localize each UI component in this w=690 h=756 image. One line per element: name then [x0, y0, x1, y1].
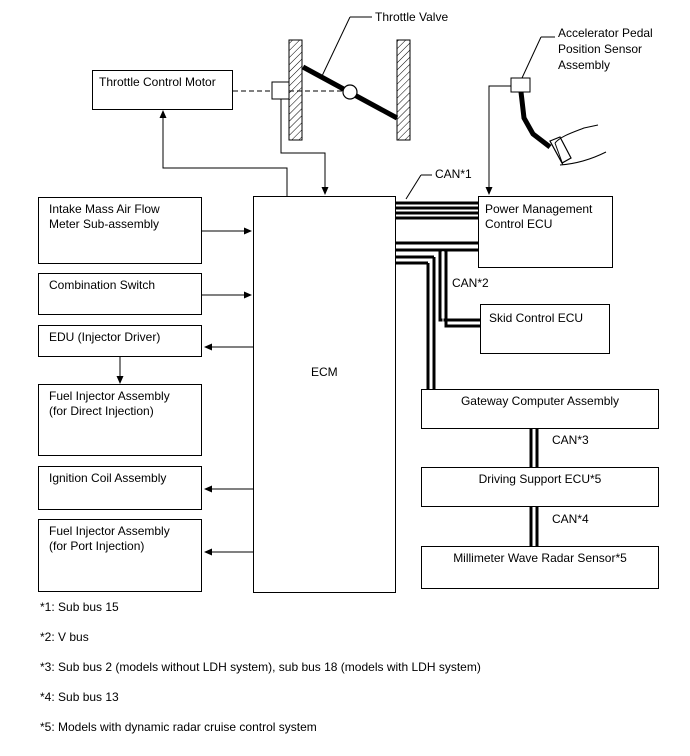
ecm-box: ECM [253, 196, 396, 593]
can1-leader [405, 174, 422, 200]
skid-control-ecu-box: Skid Control ECU [480, 304, 610, 354]
can2-bus-vertical [426, 250, 480, 389]
can3-label: CAN*3 [552, 433, 589, 447]
driving-support-ecu-box: Driving Support ECU*5 [421, 467, 659, 507]
radar-sensor-box: Millimeter Wave Radar Sensor*5 [421, 546, 659, 589]
combination-switch-box: Combination Switch [38, 273, 202, 315]
ecm-to-motor-line [159, 110, 288, 196]
footnote-1: *1: Sub bus 15 [40, 600, 119, 614]
ignition-coil-box: Ignition Coil Assembly [38, 466, 202, 510]
can4-bus [529, 507, 539, 546]
footnote-3: *3: Sub bus 2 (models without LDH system… [40, 660, 481, 674]
power-management-ecu-box: Power Management Control ECU [478, 196, 613, 268]
fuel-injector-direct-box: Fuel Injector Assembly (for Direct Injec… [38, 384, 202, 456]
maf-meter-box: Intake Mass Air Flow Meter Sub-assembly [38, 197, 202, 264]
throttle-valve-leader [321, 16, 351, 77]
can3-bus [529, 429, 539, 467]
accel-sensor-unit [510, 77, 531, 93]
fuel-injector-port-box: Fuel Injector Assembly (for Port Injecti… [38, 519, 202, 592]
gateway-computer-box: Gateway Computer Assembly [421, 389, 659, 429]
accel-sensor-label: Accelerator Pedal Position Sensor Assemb… [558, 26, 653, 72]
throttle-valve-label: Throttle Valve [375, 10, 449, 24]
edu-injector-driver-box: EDU (Injector Driver) [38, 325, 202, 357]
can1-bus [396, 201, 478, 220]
throttle-shaft [342, 84, 358, 100]
footnote-5: *5: Models with dynamic radar cruise con… [40, 720, 317, 734]
foot-sole [554, 142, 564, 166]
can2-label: CAN*2 [452, 276, 489, 290]
accel-sensor-leader [521, 36, 542, 79]
tps-to-ecm-line [280, 99, 329, 195]
throttle-control-motor-box: Throttle Control Motor [92, 70, 233, 110]
can1-label: CAN*1 [435, 167, 472, 181]
throttle-body-right-wall [396, 39, 411, 141]
can4-label: CAN*4 [552, 512, 589, 526]
footnote-2: *2: V bus [40, 630, 89, 644]
throttle-position-sensor [271, 81, 290, 100]
ecm-label: ECM [311, 365, 338, 379]
footnote-4: *4: Sub bus 13 [40, 690, 119, 704]
accel-pedal-arm [518, 91, 552, 149]
can2-bus [396, 241, 478, 265]
foot-shoe [554, 124, 607, 166]
throttle-body-left-wall [288, 39, 303, 141]
accel-to-pm-line [485, 85, 511, 195]
